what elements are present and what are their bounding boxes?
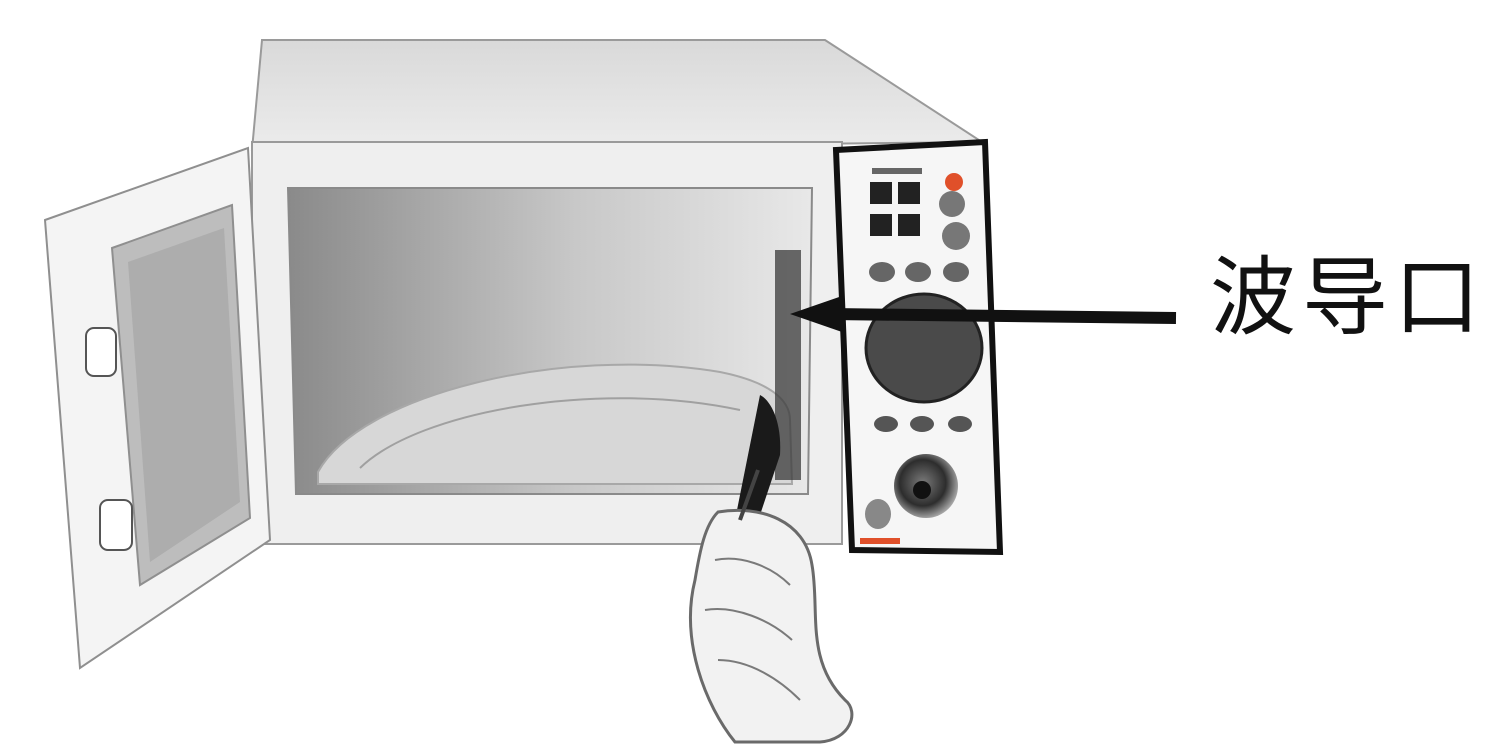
oven-cavity	[288, 188, 812, 494]
control-panel	[836, 142, 1000, 552]
open-door	[45, 148, 270, 668]
door-latch-top	[86, 328, 116, 376]
waveguide-label: 波导口	[1210, 248, 1486, 348]
door-latch-bottom	[100, 500, 132, 550]
panel-accent-strip	[860, 538, 900, 544]
indicator-light	[945, 173, 963, 191]
